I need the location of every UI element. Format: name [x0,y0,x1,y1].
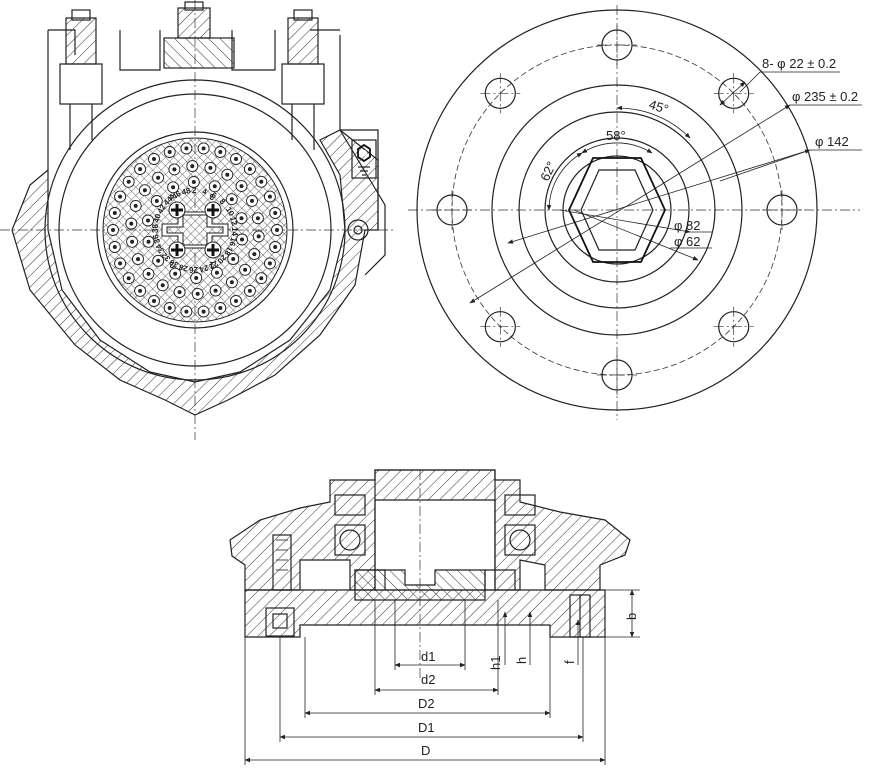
pin-number: 48 [181,186,192,197]
pin-number: 8 [218,197,228,207]
pin-number: 6 [210,190,219,200]
flange-view: 8- φ 22 ± 0.2 φ 235 ± 0.2 φ 142 φ 82 φ 6… [408,5,862,420]
power-pin-4: 4 [169,192,174,201]
pin-number: 40 [152,212,163,223]
horizontal-dimensions: d1 d2 D2 D1 D [244,600,606,765]
pin-number: 38 [151,224,160,233]
dim-h1: h1 [488,656,503,670]
bearing-left [334,494,366,556]
dim-D1: D1 [418,720,435,735]
pin-number: 14 [230,227,239,236]
bolt-holes [432,25,802,395]
pin-number: 24 [198,263,209,274]
angle-58: 58° [606,128,626,143]
power-pin-1: 1 [209,260,214,269]
section-view: b h1 h f d1 d2 D2 D1 [229,469,640,765]
bore-callout: φ 142 [815,134,849,149]
power-pins: 4 3 2 1 [168,192,222,269]
dim-D2: D2 [418,696,435,711]
dim-D: D [421,743,430,758]
inner-callout-62: φ 62 [674,234,701,249]
dim-h: h [514,657,529,664]
pin-number: 26 [189,265,198,274]
pin-number: 16 [227,236,238,247]
bearing-right [504,494,536,556]
dim-d1: d1 [421,649,435,664]
inner-callout-82: φ 82 [674,218,701,233]
pin-number: 12 [228,216,239,227]
hole-callout: 8- φ 22 ± 0.2 [762,56,836,71]
power-pin-2: 2 [169,260,174,269]
angle-45: 45° [647,97,670,117]
dim-f: f [562,660,577,664]
dim-b: b [624,613,639,620]
power-pin-3: 3 [209,192,214,201]
pin-number: 4 [201,187,208,197]
flange-outer-circle [416,9,818,411]
angle-62: 62° [537,159,559,183]
pcd-callout: φ 235 ± 0.2 [792,89,858,104]
pin-number: 28 [177,262,188,273]
pin-number: 2 [192,186,197,195]
dim-d2: d2 [421,672,435,687]
pin-number: 36 [151,233,162,244]
contact-pin-ring [107,142,283,318]
